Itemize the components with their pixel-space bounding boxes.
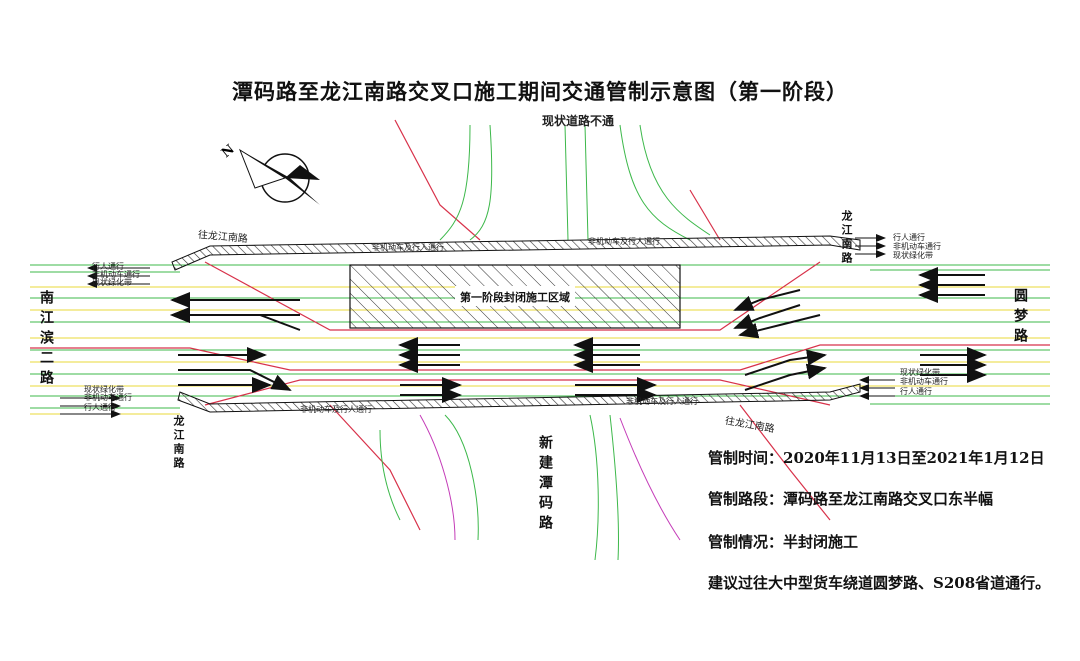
label-greenbelt-sw: 现状绿化带 xyxy=(84,385,124,394)
road-label-west: 南江滨二路 xyxy=(38,290,54,390)
control-time-label: 管制时间： xyxy=(708,449,784,467)
label-greenbelt-ne: 现状绿化带 xyxy=(893,251,933,260)
label-pedestrian-sw: 行人通行 xyxy=(84,403,116,412)
label-nonmotor-ped-top-2: 非机动车及行人通行 xyxy=(588,237,660,246)
label-nonmotor-w: 非机动车通行 xyxy=(92,270,140,279)
control-time: 管制时间：2020年11月13日至2021年1月12日 xyxy=(708,447,1045,468)
top-note: 现状道路不通 xyxy=(542,114,615,128)
label-pedestrian-ne: 行人通行 xyxy=(893,233,925,242)
road-label-longjiang-north: 龙江南路 xyxy=(840,210,853,266)
side-arrows xyxy=(60,234,895,418)
zone-label: 第一阶段封闭施工区域 xyxy=(460,291,570,304)
label-nonmotor-sw: 非机动车通行 xyxy=(84,393,132,402)
north-letter: N xyxy=(219,142,238,161)
label-pedestrian-w: 行人通行 xyxy=(92,262,124,271)
control-section-label: 管制路段： xyxy=(708,490,784,508)
label-greenbelt-se: 现状绿化带 xyxy=(900,368,940,377)
label-nonmotor-ped-top: 非机动车及行人通行 xyxy=(372,243,444,252)
label-pedestrian-se: 行人通行 xyxy=(900,387,932,396)
control-time-value: 2020年11月13日至2021年1月12日 xyxy=(783,449,1045,467)
road-label-longjiang-south: 龙江南路 xyxy=(172,415,185,471)
control-section-value: 潭码路至龙江南路交叉口东半幅 xyxy=(783,490,994,508)
traffic-arrows xyxy=(170,267,987,403)
control-status: 管制情况：半封闭施工 xyxy=(708,531,858,552)
north-compass-icon: N xyxy=(219,142,320,205)
label-greenbelt-w: 现状绿化带 xyxy=(92,278,132,287)
control-status-label: 管制情况： xyxy=(708,533,784,551)
road-label-south-new: 新建潭码路 xyxy=(537,435,553,535)
label-nonmotor-ped-bottom: 非机动车及行人通行 xyxy=(300,405,372,414)
label-nonmotor-ne: 非机动车通行 xyxy=(893,242,941,251)
advice-text: 建议过往大中型货车绕道圆梦路、S208省道通行。 xyxy=(708,574,1051,592)
side-roads xyxy=(379,124,711,561)
road-label-east: 圆梦路 xyxy=(1012,288,1028,348)
label-nonmotor-se: 非机动车通行 xyxy=(900,377,948,386)
control-section: 管制路段：潭码路至龙江南路交叉口东半幅 xyxy=(708,488,993,509)
page-title: 潭码路至龙江南路交叉口施工期间交通管制示意图（第一阶段） xyxy=(232,79,848,104)
label-nonmotor-ped-bottom-2: 非机动车及行人通行 xyxy=(626,397,698,406)
control-status-value: 半封闭施工 xyxy=(783,533,859,551)
